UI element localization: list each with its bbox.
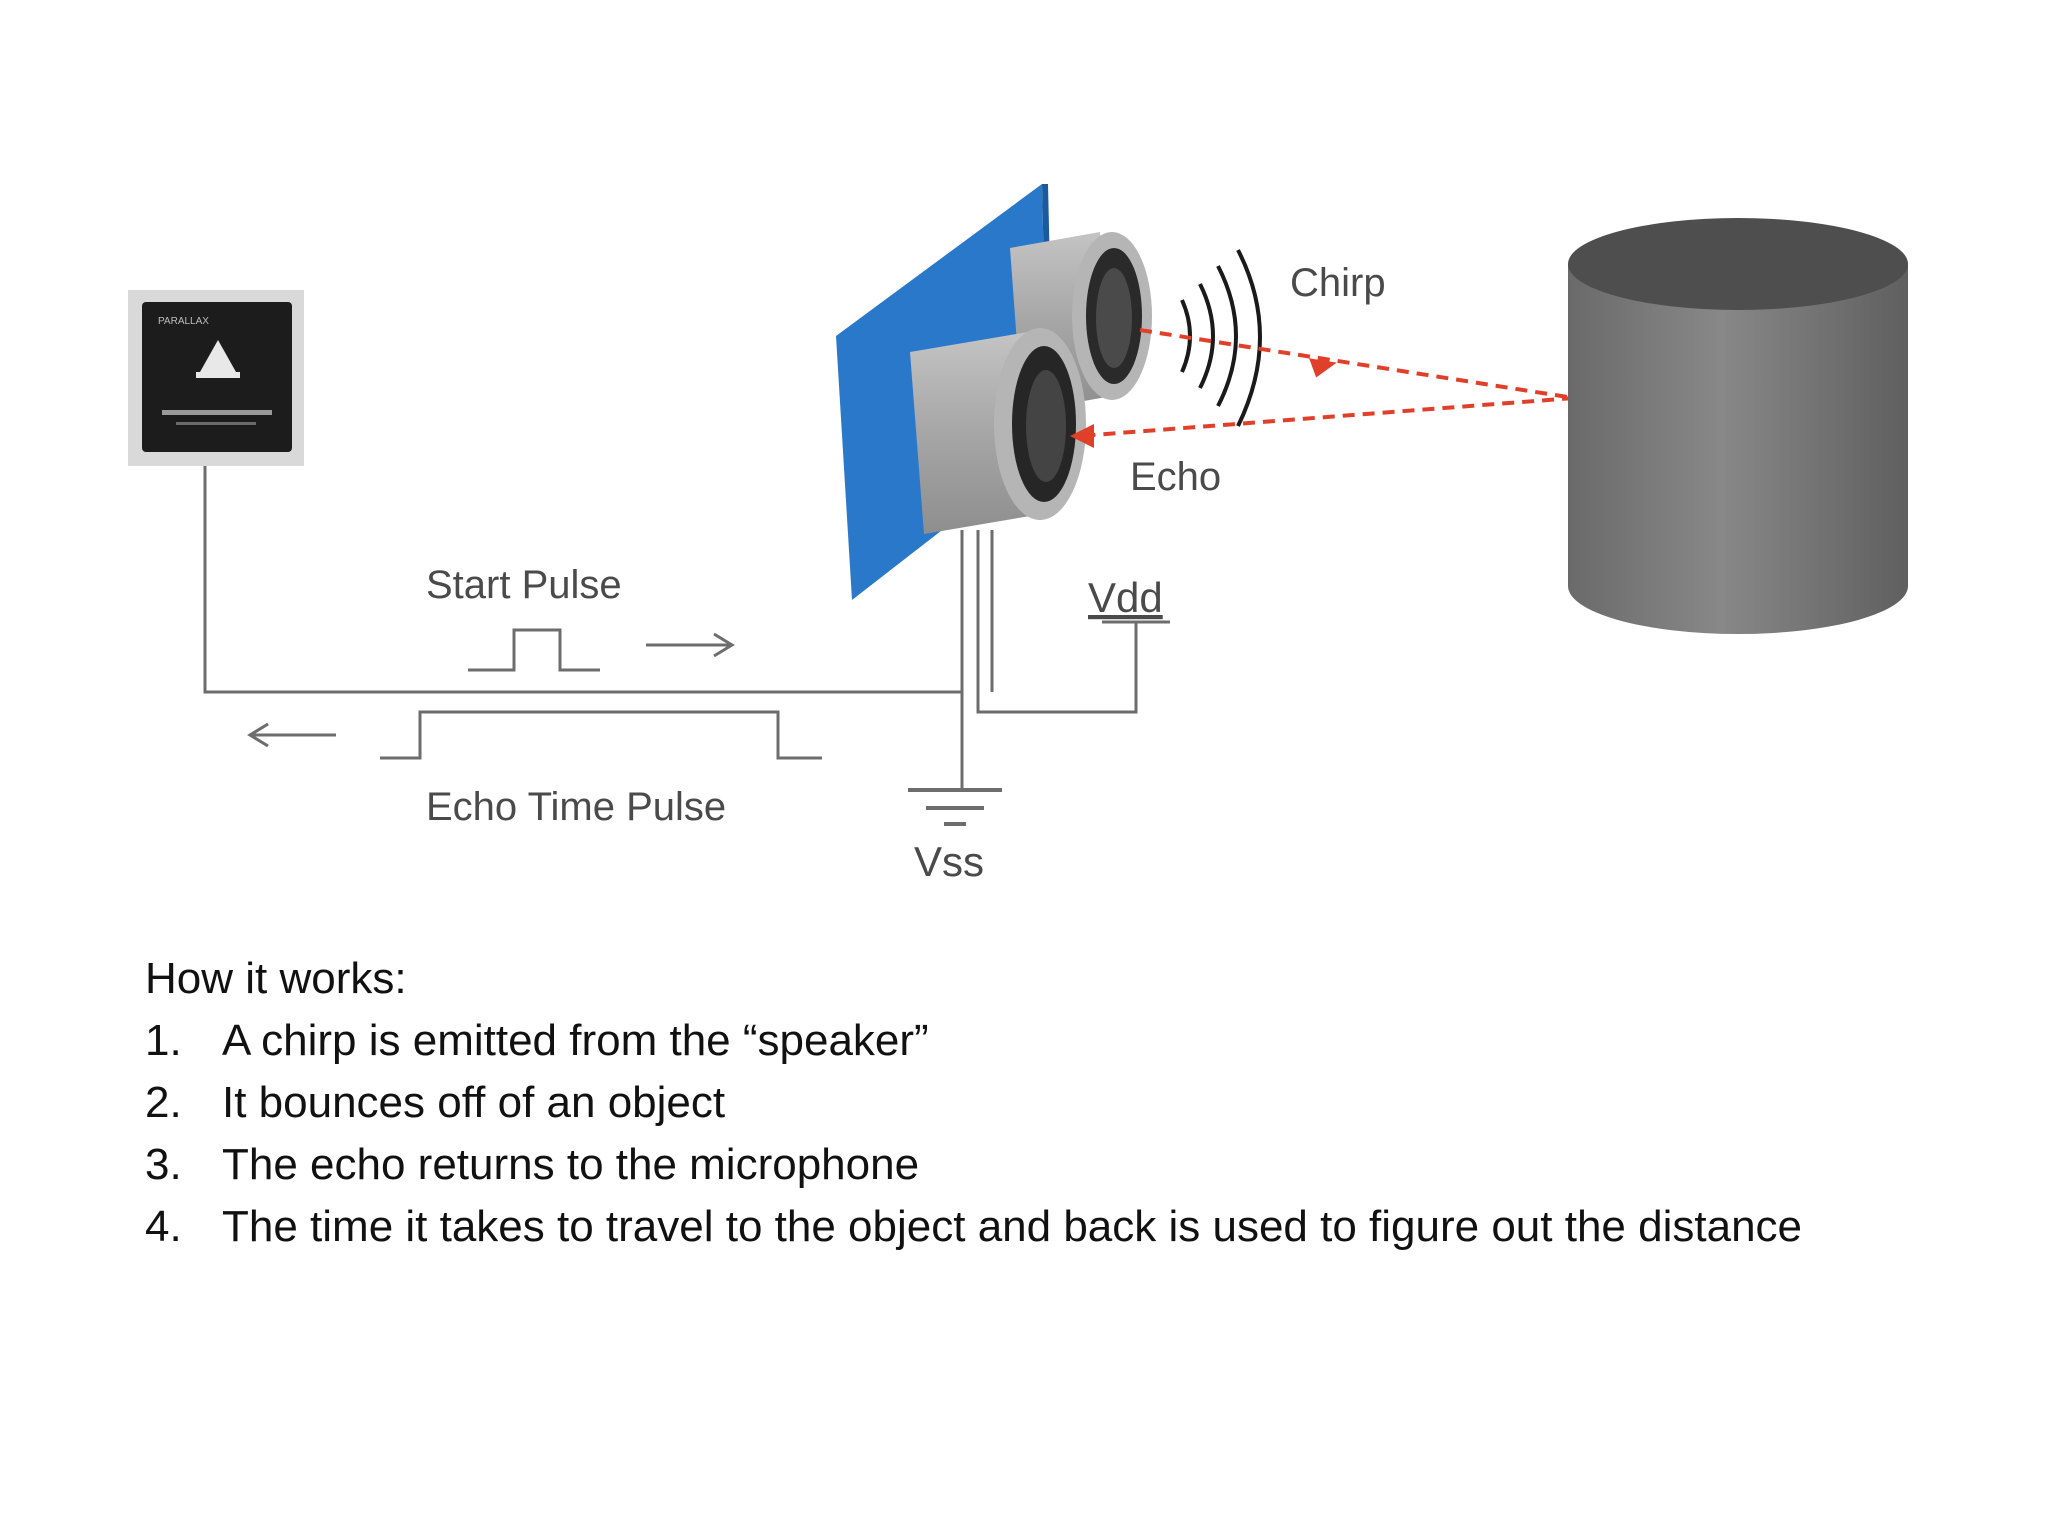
ultrasonic-sensor-diagram: PARALLAX (128, 184, 1908, 885)
echo-label: Echo (1130, 455, 1221, 499)
svg-text:PARALLAX: PARALLAX (158, 316, 209, 327)
ground-symbol (908, 788, 1002, 826)
how-it-works-section: How it works: 1. A chirp is emitted from… (145, 948, 2025, 1258)
start-pulse-arrow (646, 632, 735, 658)
step-number: 3. (145, 1140, 182, 1189)
echo-time-pulse-waveform (380, 710, 822, 760)
echo-time-pulse-label: Echo Time Pulse (426, 785, 726, 829)
step-number: 2. (145, 1078, 182, 1127)
step-number: 1. (145, 1016, 182, 1065)
microcontroller-chip: PARALLAX (128, 290, 304, 466)
step-number: 4. (145, 1202, 182, 1251)
microphone-transducer (910, 328, 1086, 534)
chirp-label: Chirp (1290, 261, 1386, 305)
how-it-works-heading: How it works: (145, 954, 407, 1003)
step-item: 3. The echo returns to the microphone (145, 1134, 2025, 1196)
vss-label: Vss (914, 838, 984, 885)
echo-path (1070, 396, 1575, 448)
step-text: The time it takes to travel to the objec… (222, 1202, 1803, 1251)
echo-pulse-arrow (247, 722, 336, 748)
step-text: It bounces off of an object (222, 1078, 726, 1127)
ultrasonic-sensor (836, 184, 1152, 600)
start-pulse-label: Start Pulse (426, 563, 622, 607)
start-pulse-waveform (468, 628, 600, 672)
signal-wires (203, 466, 1170, 790)
sound-wave-arcs (1180, 249, 1262, 427)
vdd-label: Vdd (1088, 574, 1163, 621)
step-text: The echo returns to the microphone (222, 1140, 920, 1189)
step-item: 4. The time it takes to travel to the ob… (145, 1196, 2025, 1258)
steps-list: 1. A chirp is emitted from the “speaker”… (145, 1010, 2025, 1258)
step-item: 1. A chirp is emitted from the “speaker” (145, 1010, 2025, 1072)
step-text: A chirp is emitted from the “speaker” (222, 1016, 929, 1065)
target-object-cylinder (1568, 218, 1908, 634)
chirp-path (1139, 328, 1575, 400)
step-item: 2. It bounces off of an object (145, 1072, 2025, 1134)
